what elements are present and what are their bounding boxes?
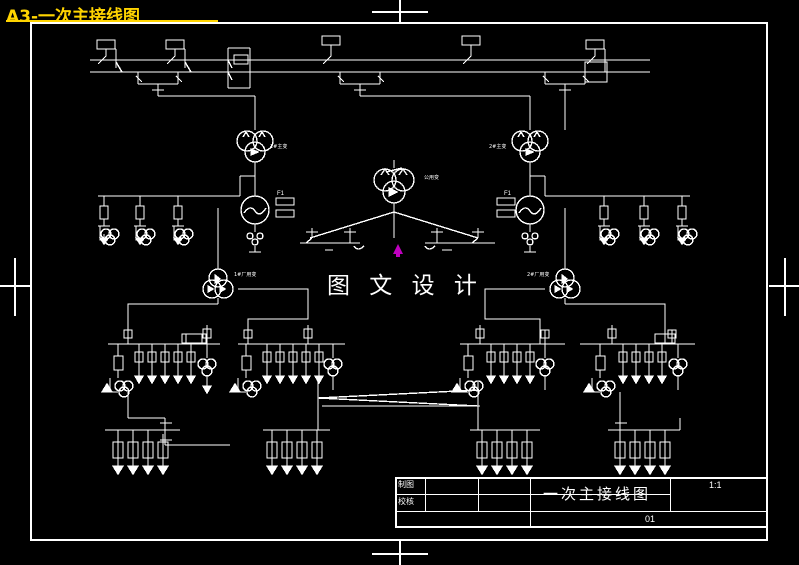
label-generator-1: F1 bbox=[277, 191, 285, 197]
panel-left-1 bbox=[275, 197, 295, 206]
main-transformer-1 bbox=[236, 130, 274, 176]
title-block-scale: 1:1 bbox=[709, 480, 722, 490]
drawing-frame bbox=[30, 22, 768, 541]
label-main-transformer-1: 1#主变 bbox=[270, 144, 288, 150]
panel-left-2 bbox=[275, 209, 295, 218]
crop-mark-bottom-h bbox=[372, 553, 428, 555]
title-block-div-v4 bbox=[670, 477, 671, 511]
title-block-label-drafter: 制图 bbox=[398, 480, 414, 489]
page-title-underline bbox=[6, 20, 218, 22]
bottom-bus-4 bbox=[608, 418, 681, 476]
feeder-left-2 bbox=[134, 196, 156, 246]
lv-panel-4 bbox=[582, 325, 695, 398]
station-transformer-1 bbox=[202, 208, 234, 304]
route-st1-right bbox=[238, 288, 309, 344]
title-block-div-h1 bbox=[395, 494, 670, 495]
magenta-marker bbox=[393, 244, 403, 254]
lv-panel-2 bbox=[228, 325, 345, 398]
label-generator-2: F1 bbox=[504, 191, 512, 197]
lv-panel-4-tag bbox=[654, 333, 676, 344]
panel-right-2 bbox=[496, 209, 516, 218]
generator-2 bbox=[515, 195, 545, 253]
lv-panel-1-tag bbox=[181, 333, 203, 344]
center-sw-4 bbox=[471, 228, 484, 244]
bottom-bus-2 bbox=[263, 406, 330, 476]
title-block-div-h2 bbox=[395, 511, 768, 512]
lv-panel-1 bbox=[100, 325, 220, 398]
crop-mark-left-v bbox=[14, 258, 16, 316]
route-st2-left bbox=[484, 288, 545, 344]
label-main-transformer-2: 2#主变 bbox=[489, 144, 507, 150]
title-block-div-v2 bbox=[478, 477, 479, 511]
title-block-sheet-number: 01 bbox=[645, 514, 656, 524]
feeder-left-1 bbox=[98, 196, 120, 246]
bay-top-3 bbox=[321, 35, 341, 65]
center-sw-3 bbox=[431, 228, 443, 243]
label-station-transformer-1: 1#厂用变 bbox=[234, 272, 257, 278]
title-block-div-v3 bbox=[530, 477, 531, 511]
bay-down-mid bbox=[337, 72, 530, 97]
bottom-bus-3 bbox=[470, 406, 540, 476]
title-block bbox=[395, 477, 768, 528]
crop-mark-top-h bbox=[372, 11, 428, 13]
bay-top-1 bbox=[96, 39, 123, 73]
center-sw-2 bbox=[344, 228, 356, 243]
bay-top-5 bbox=[585, 39, 606, 72]
watermark-text: 图 文 设 计 bbox=[327, 273, 483, 299]
title-block-div-v1 bbox=[425, 477, 426, 511]
panel-right-1 bbox=[496, 197, 516, 206]
cross-tie bbox=[317, 382, 480, 407]
feeder-right-1 bbox=[598, 196, 620, 246]
label-station-transformer-2: 2#厂用变 bbox=[527, 272, 550, 278]
feeder-right-3 bbox=[676, 196, 698, 246]
bay-top-4 bbox=[461, 35, 481, 65]
bay-down-right bbox=[542, 72, 590, 96]
feeder-left-3 bbox=[172, 196, 194, 246]
title-block-div-v5 bbox=[530, 511, 531, 528]
lv-panel-3 bbox=[450, 325, 565, 398]
bay-top-2 bbox=[165, 39, 192, 73]
generator-1 bbox=[240, 195, 270, 253]
bay-down-left bbox=[135, 72, 255, 97]
label-common-transformer: 公用变 bbox=[424, 175, 440, 181]
title-block-label-checker: 校核 bbox=[398, 497, 414, 506]
title-block-drawing-name: 一次主接线图 bbox=[543, 485, 652, 503]
common-transformer bbox=[309, 160, 479, 239]
station-transformer-2 bbox=[549, 208, 581, 304]
main-transformer-2 bbox=[511, 130, 549, 176]
route-st2-right bbox=[565, 303, 666, 344]
feeder-right-2 bbox=[638, 196, 660, 246]
center-sw-1 bbox=[305, 228, 318, 244]
crop-mark-right-v bbox=[784, 258, 786, 316]
bottom-bus-1 bbox=[105, 418, 230, 476]
bus-coupler-bay bbox=[227, 47, 251, 89]
